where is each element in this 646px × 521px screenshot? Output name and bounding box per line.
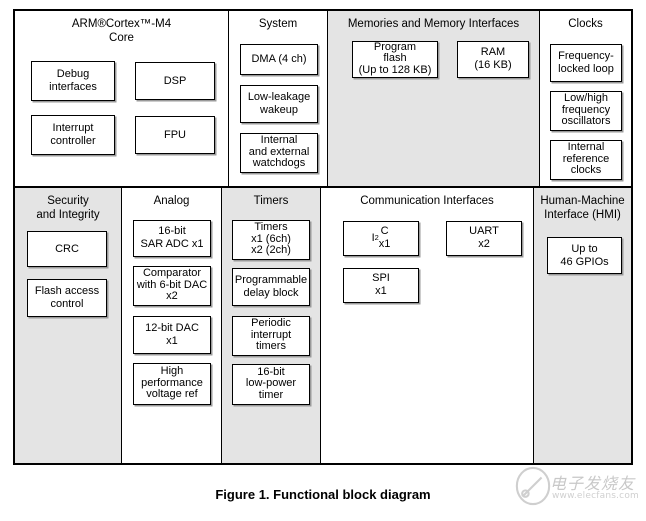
block-group-system: System DMA (4 ch) Low-leakage wakeup Int… bbox=[229, 11, 328, 186]
block-interrupt-controller: Interrupt controller bbox=[31, 115, 115, 155]
block-oscillators: Low/high frequency oscillators bbox=[550, 90, 622, 131]
block-dac: 12-bit DAC x1 bbox=[133, 315, 211, 354]
block-group-title-system: System bbox=[258, 18, 298, 30]
block-uart: UART x2 bbox=[446, 220, 522, 256]
figure-caption: Figure 1. Functional block diagram bbox=[215, 487, 431, 502]
block-fpu: FPU bbox=[135, 116, 215, 154]
block-flash-access-control: Flash access control bbox=[27, 279, 107, 317]
block-group-title-communication: Communication Interfaces bbox=[360, 195, 494, 207]
block-voltage-ref: High performance voltage ref bbox=[133, 362, 211, 405]
block-gpios: Up to 46 GPIOs bbox=[547, 237, 622, 274]
block-debug-interfaces: Debug interfaces bbox=[31, 61, 115, 101]
block-group-title-timers: Timers bbox=[253, 195, 289, 207]
block-low-power-timer: 16-bit low-power timer bbox=[232, 363, 310, 405]
block-frequency-locked-loop: Frequency- locked loop bbox=[550, 43, 622, 82]
block-group-memories: Memories and Memory Interfaces Program f… bbox=[328, 11, 540, 186]
block-watchdogs: Internal and external watchdogs bbox=[240, 132, 318, 173]
block-comparator: Comparator with 6-bit DAC x2 bbox=[133, 265, 211, 306]
block-group-clocks: Clocks Frequency- locked loop Low/high f… bbox=[540, 11, 631, 186]
block-programmable-delay-block: Programmable delay block bbox=[232, 267, 310, 306]
block-dma: DMA (4 ch) bbox=[240, 43, 318, 75]
block-group-title-memories: Memories and Memory Interfaces bbox=[347, 18, 520, 30]
block-group-timers: Timers Timers x1 (6ch) x2 (2ch) Programm… bbox=[222, 188, 321, 463]
block-low-leakage-wakeup: Low-leakage wakeup bbox=[240, 84, 318, 123]
block-crc: CRC bbox=[27, 231, 107, 267]
block-program-flash: Program flash (Up to 128 KB) bbox=[352, 40, 438, 78]
block-spi: SPI x1 bbox=[343, 267, 419, 303]
block-sar-adc: 16-bit SAR ADC x1 bbox=[133, 219, 211, 257]
block-timers: Timers x1 (6ch) x2 (2ch) bbox=[232, 219, 310, 260]
block-dsp: DSP bbox=[135, 62, 215, 100]
block-group-analog: Analog 16-bit SAR ADC x1 Comparator with… bbox=[122, 188, 222, 463]
block-internal-reference-clocks: Internal reference clocks bbox=[550, 139, 622, 180]
block-group-title-analog: Analog bbox=[153, 195, 190, 207]
block-periodic-interrupt-timers: Periodic interrupt timers bbox=[232, 315, 310, 356]
block-group-title-clocks: Clocks bbox=[568, 18, 603, 30]
block-ram: RAM (16 KB) bbox=[457, 40, 529, 78]
